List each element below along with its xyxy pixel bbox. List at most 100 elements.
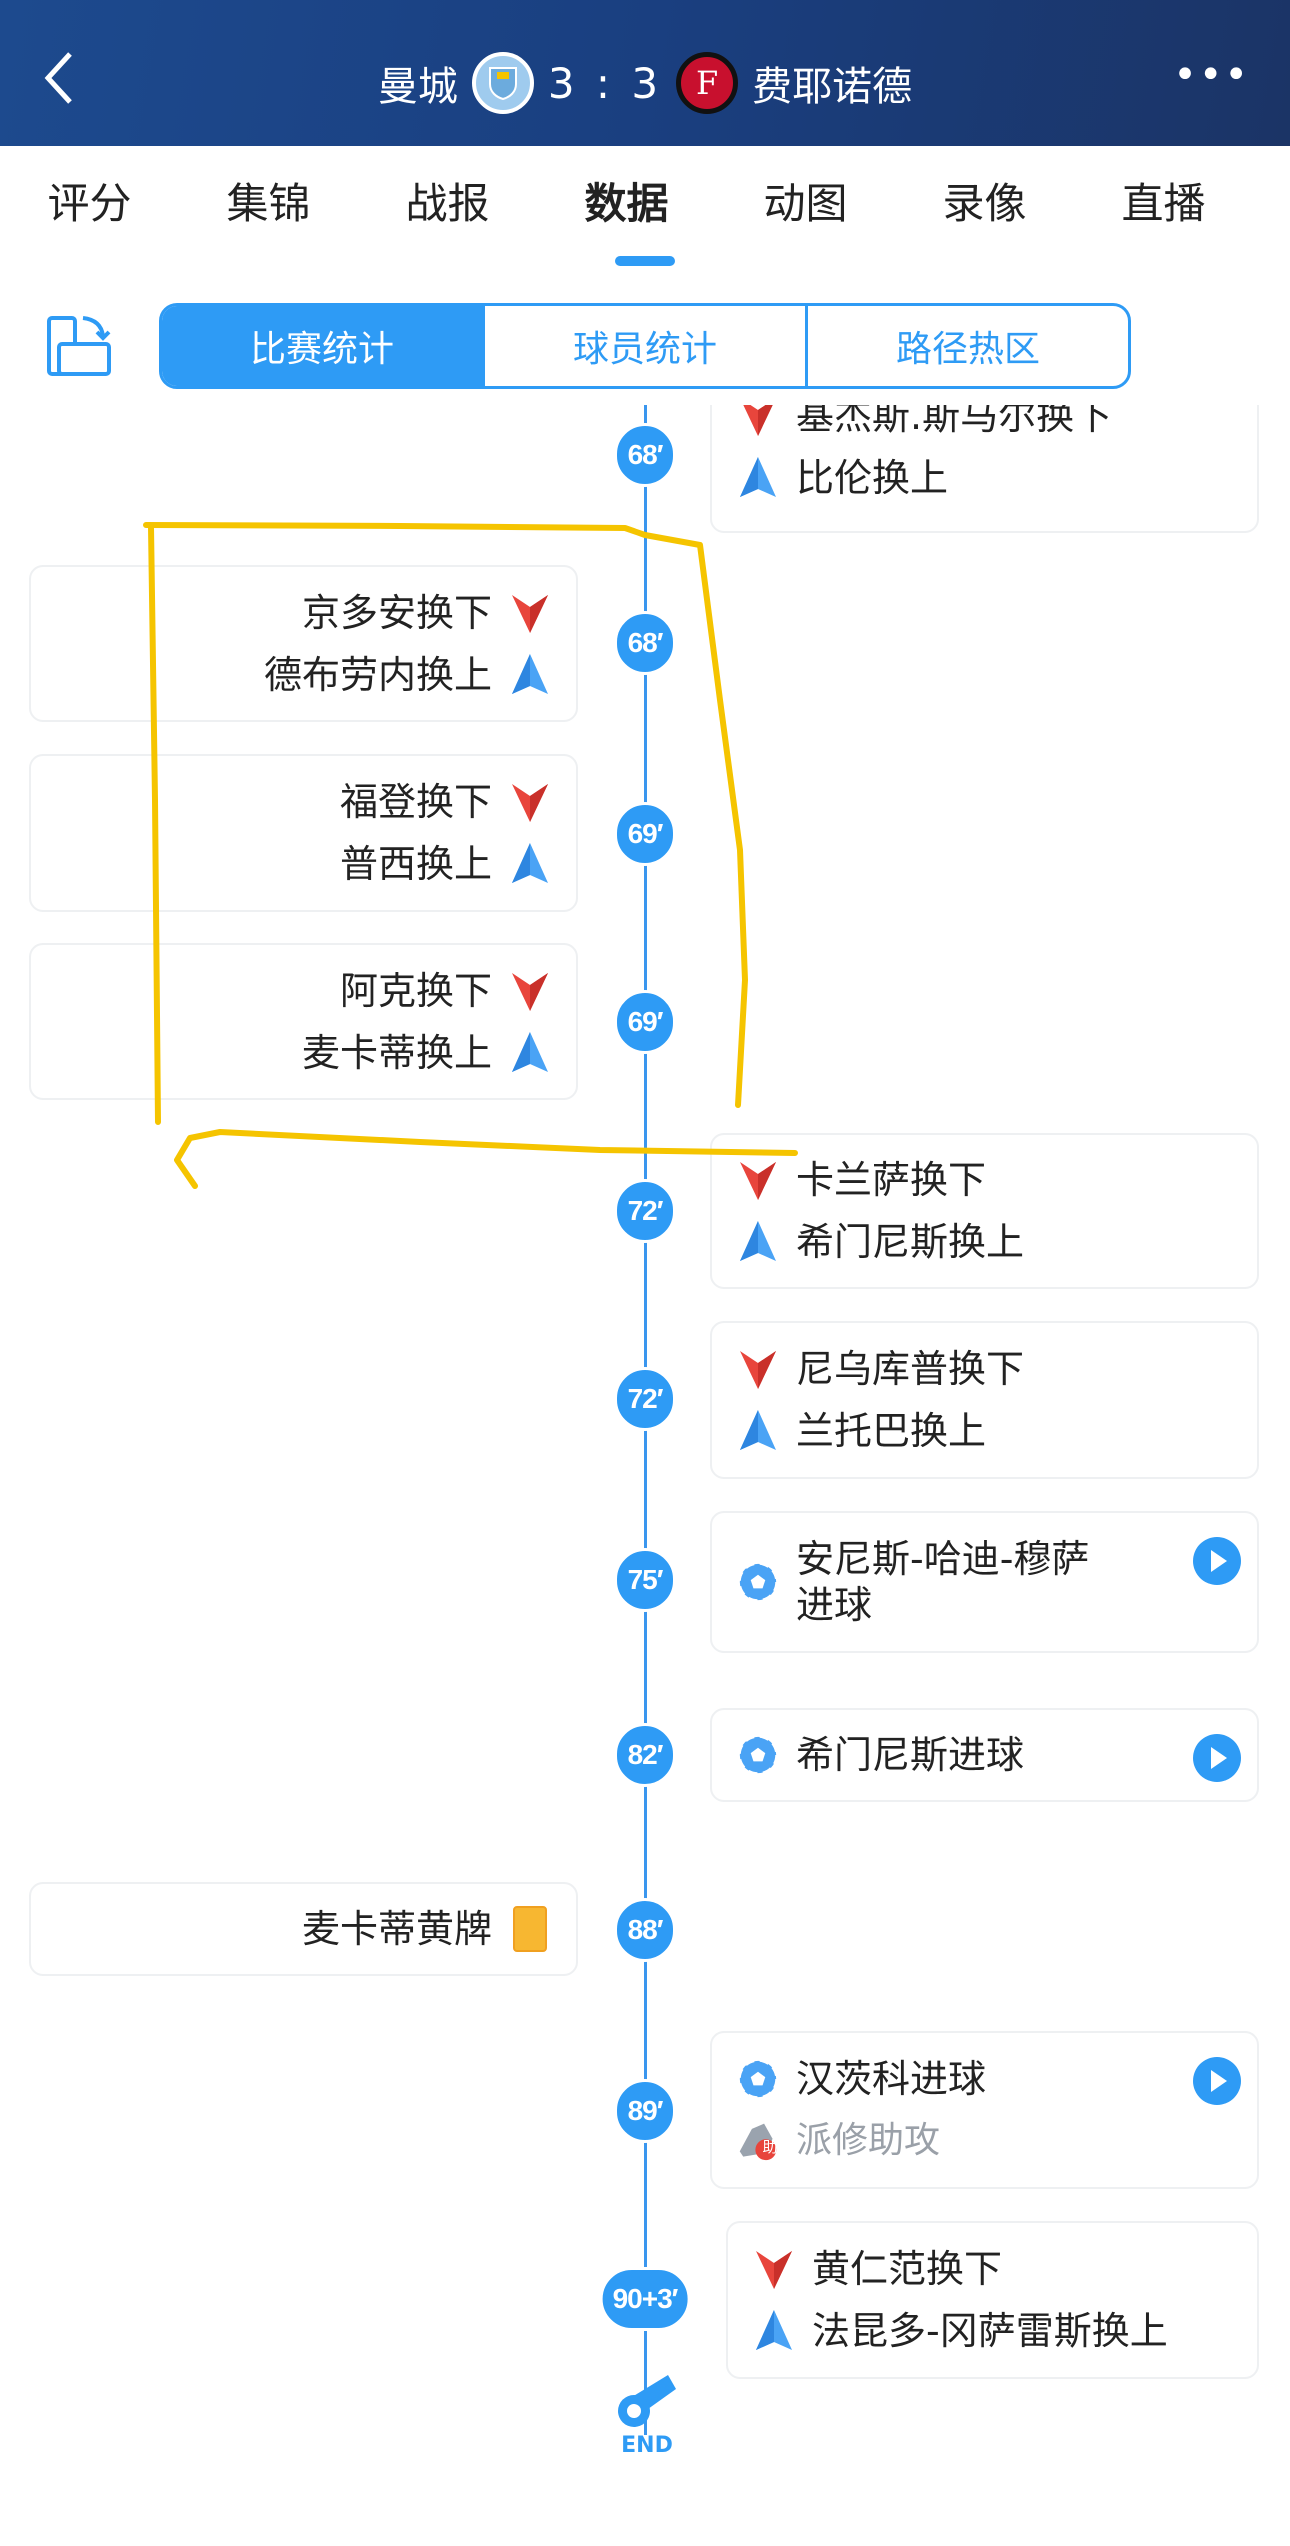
more-icon[interactable]: ••• — [1173, 52, 1250, 98]
tab-4[interactable]: 动图 — [763, 179, 848, 228]
event-line: 基杰斯.斯马尔换下 — [738, 405, 1231, 439]
event-card: 黄仁范换下法昆多-冈萨雷斯换上 — [726, 2221, 1259, 2379]
yellow-card-icon — [510, 1906, 550, 1952]
event-text: 希门尼斯进球 — [796, 1733, 1025, 1777]
event-text: 兰托巴换上 — [796, 1409, 987, 1453]
event-time-bubble: 82′ — [614, 1723, 676, 1787]
goal-icon — [738, 1733, 778, 1777]
event-line: 黄仁范换下 — [754, 2246, 1231, 2292]
event-line: 普西换上 — [340, 841, 550, 887]
event-card[interactable]: 希门尼斯进球 — [710, 1708, 1259, 1802]
match-title: 曼城 3 : 3 F 费耶诺德 — [0, 52, 1290, 114]
event-card: 卡兰萨换下希门尼斯换上 — [710, 1133, 1259, 1289]
home-team-crest-icon — [471, 52, 534, 114]
whistle-icon — [618, 2375, 676, 2427]
goal-icon — [738, 1560, 778, 1604]
event-line: 兰托巴换上 — [738, 1408, 1231, 1454]
stats-segmented-control: 比赛统计球员统计路径热区 — [159, 303, 1131, 389]
sub-out-icon — [738, 405, 778, 438]
event-text: 福登换下 — [339, 780, 492, 824]
tab-0[interactable]: 评分 — [47, 179, 132, 228]
assist-icon: 助 — [738, 2119, 778, 2163]
assist-badge: 助 — [762, 2138, 778, 2156]
main-tabs: 评分 集锦 战报 数据 动图 录像 直播 — [0, 170, 1290, 231]
event-line: 助派修助攻 — [738, 2118, 1231, 2164]
event-text: 尼乌库普换下 — [796, 1347, 1025, 1391]
segment-2[interactable]: 路径热区 — [805, 306, 1128, 386]
event-time-bubble: 75′ — [614, 1548, 676, 1612]
sub-in-icon — [510, 653, 550, 697]
end-label: END — [621, 2433, 673, 2458]
event-card: 尼乌库普换下兰托巴换上 — [710, 1321, 1259, 1479]
event-line: 法昆多-冈萨雷斯换上 — [754, 2308, 1231, 2354]
segment-0[interactable]: 比赛统计 — [162, 306, 482, 386]
play-video-icon[interactable] — [1193, 1537, 1241, 1585]
event-text: 汉茨科进球 — [796, 2057, 987, 2101]
event-line: 安尼斯-哈迪-穆萨 进球 — [738, 1536, 1231, 1628]
sub-in-icon — [510, 842, 550, 886]
event-line: 汉茨科进球 — [738, 2056, 1231, 2102]
tab-3[interactable]: 数据 — [584, 179, 669, 228]
event-card: 麦卡蒂黄牌 — [29, 1882, 578, 1976]
sub-in-icon — [738, 1409, 778, 1453]
event-line: 京多安换下 — [302, 590, 550, 636]
event-card: 阿克换下麦卡蒂换上 — [29, 943, 578, 1100]
event-card[interactable]: 安尼斯-哈迪-穆萨 进球 — [710, 1511, 1259, 1653]
score: 3 : 3 — [547, 58, 663, 108]
event-card[interactable]: 汉茨科进球助派修助攻 — [710, 2031, 1259, 2189]
event-text: 黄仁范换下 — [812, 2247, 1003, 2291]
event-time-bubble: 68′ — [614, 611, 676, 675]
tab-6[interactable]: 直播 — [1121, 179, 1206, 228]
event-line: 德布劳内换上 — [264, 652, 550, 698]
active-tab-indicator — [615, 256, 675, 266]
event-time-bubble: 88′ — [614, 1898, 676, 1962]
sub-in-icon — [754, 2309, 794, 2353]
sub-out-icon — [738, 1347, 778, 1391]
play-video-icon[interactable] — [1193, 1734, 1241, 1782]
event-line: 尼乌库普换下 — [738, 1346, 1231, 1392]
event-line: 福登换下 — [340, 779, 550, 825]
event-time-bubble: 68′ — [614, 423, 676, 487]
event-text: 阿克换下 — [339, 968, 492, 1013]
sub-out-icon — [738, 1158, 778, 1202]
event-text: 卡兰萨换下 — [796, 1158, 987, 1202]
event-card: 基杰斯.斯马尔换下比伦换上 — [710, 405, 1259, 533]
event-card: 福登换下普西换上 — [29, 754, 578, 912]
event-line: 阿克换下 — [340, 968, 550, 1014]
event-text: 麦卡蒂黄牌 — [301, 1907, 492, 1951]
event-text: 普西换上 — [339, 842, 492, 886]
back-icon[interactable] — [40, 48, 80, 108]
tab-1[interactable]: 集锦 — [226, 179, 311, 228]
sub-in-icon — [738, 456, 778, 500]
event-line: 希门尼斯进球 — [738, 1732, 1231, 1778]
sub-out-icon — [510, 780, 550, 824]
sub-in-icon — [510, 1031, 550, 1075]
event-time-bubble: 69′ — [614, 990, 676, 1054]
tab-2[interactable]: 战报 — [405, 179, 490, 228]
sub-out-icon — [510, 969, 550, 1013]
match-header: 曼城 3 : 3 F 费耶诺德 ••• — [0, 0, 1290, 146]
sub-in-icon — [738, 1220, 778, 1264]
event-time-bubble: 69′ — [614, 802, 676, 866]
event-line: 比伦换上 — [738, 455, 1231, 501]
goal-icon — [738, 2057, 778, 2101]
event-line: 希门尼斯换上 — [738, 1219, 1231, 1265]
tab-5[interactable]: 录像 — [942, 179, 1027, 228]
event-timeline[interactable]: END 基杰斯.斯马尔换下比伦换上 68′ 京多安换下德布劳内换上 68′ 福登换下普西… — [0, 405, 1290, 2546]
event-time-bubble: 72′ — [614, 1179, 676, 1243]
event-text: 安尼斯-哈迪-穆萨 进球 — [796, 1537, 1090, 1627]
home-team-name: 曼城 — [377, 64, 458, 110]
segment-1[interactable]: 球员统计 — [482, 306, 805, 386]
away-team-crest-icon: F — [676, 52, 739, 114]
rotate-screen-icon[interactable] — [45, 312, 113, 380]
event-time-bubble: 72′ — [614, 1367, 676, 1431]
event-text: 基杰斯.斯马尔换下 — [796, 405, 1113, 438]
event-line: 卡兰萨换下 — [738, 1157, 1231, 1203]
event-time-bubble: 90+3′ — [599, 2267, 691, 2331]
event-text: 麦卡蒂换上 — [301, 1030, 492, 1075]
event-line: 麦卡蒂黄牌 — [302, 1906, 550, 1952]
play-video-icon[interactable] — [1193, 2057, 1241, 2105]
event-text: 京多安换下 — [301, 590, 492, 635]
event-card: 京多安换下德布劳内换上 — [29, 565, 578, 722]
sub-out-icon — [510, 591, 550, 635]
